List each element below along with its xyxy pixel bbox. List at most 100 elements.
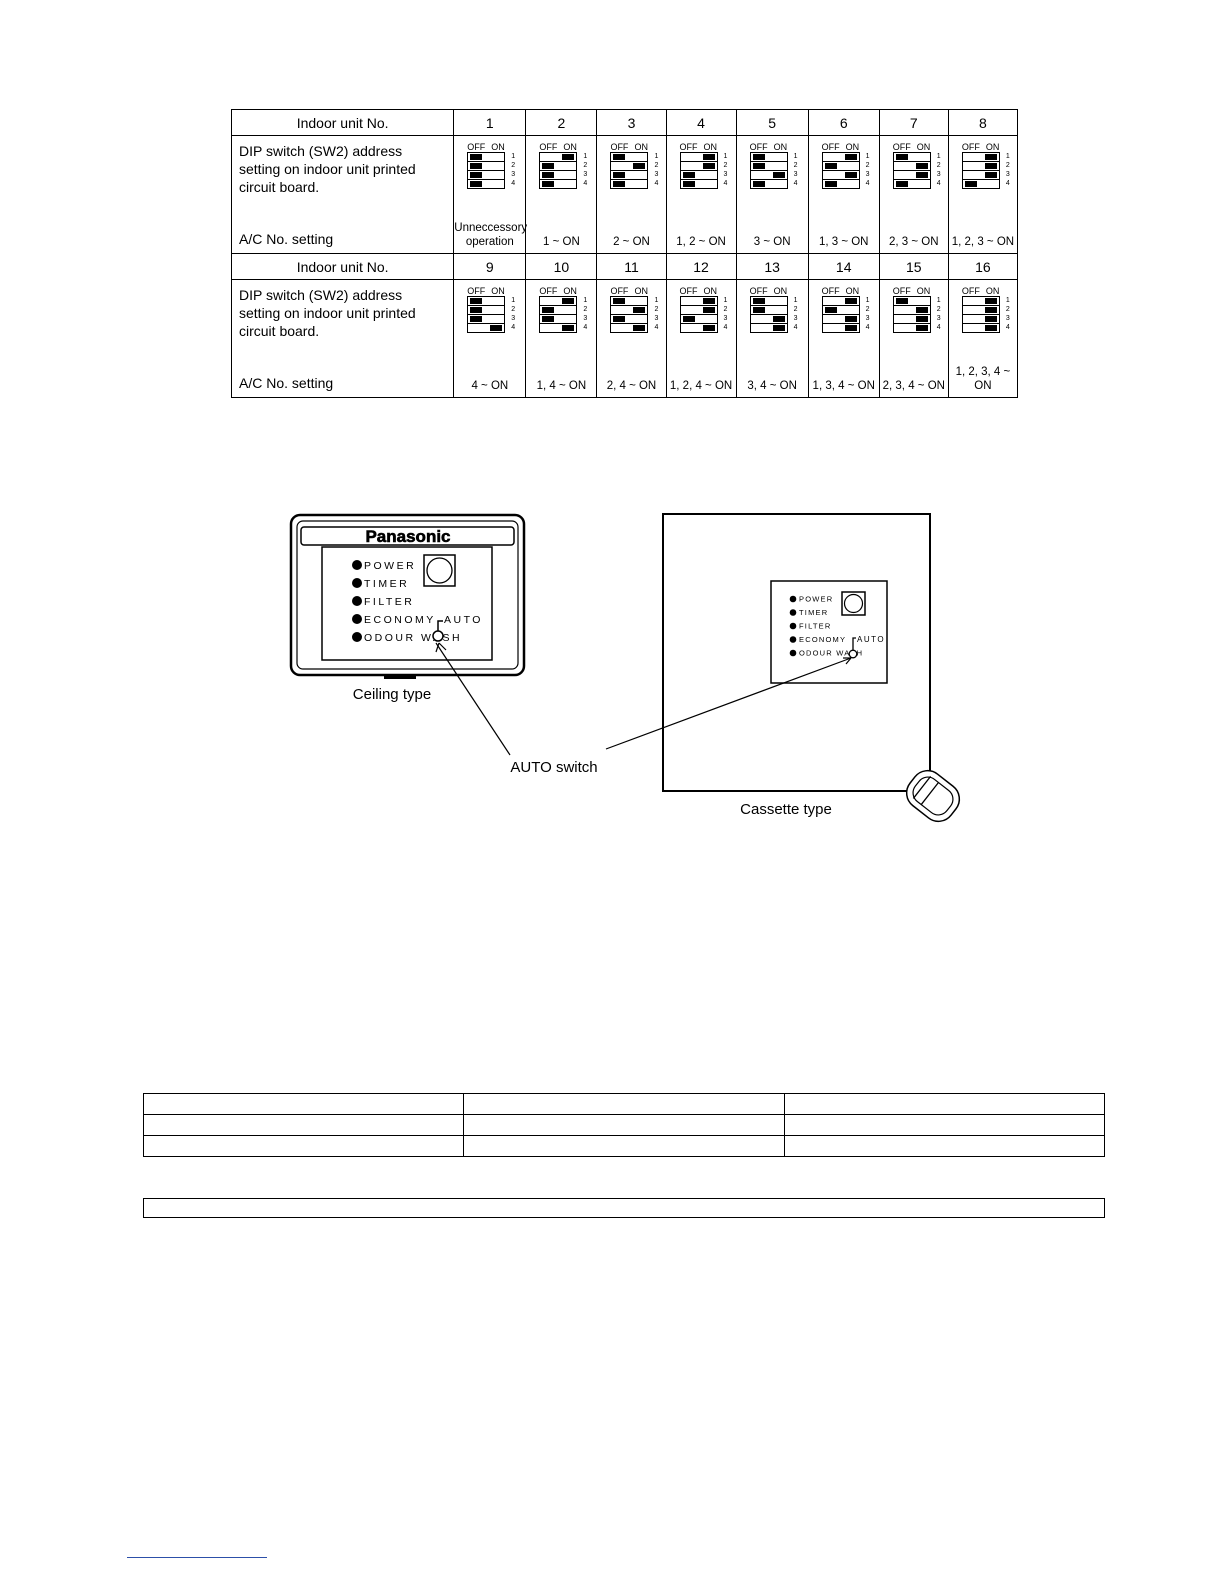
on-label: ON	[634, 286, 648, 296]
off-label: OFF	[467, 142, 486, 152]
switch-number: 2	[723, 306, 728, 313]
table-cell	[463, 1093, 785, 1115]
on-label: ON	[563, 142, 577, 152]
corner-pocket-icon	[905, 769, 961, 823]
switch-number: 4	[723, 324, 728, 331]
dip-knob	[613, 181, 626, 187]
switch-number: 2	[865, 306, 870, 313]
ac-setting-value: 2, 3 ~ ON	[889, 236, 939, 248]
footer-link-underline[interactable]	[127, 1557, 267, 1558]
ac-setting-value: 1, 2, 4 ~ ON	[669, 380, 733, 392]
switch-number: 4	[1005, 180, 1010, 187]
table-cell	[463, 1114, 785, 1136]
on-label: ON	[845, 142, 860, 152]
switch-number: 3	[865, 171, 870, 178]
switch-number: 4	[793, 324, 798, 331]
switch-number: 2	[511, 162, 516, 169]
dip-knob	[772, 325, 785, 331]
switch-number: 3	[793, 171, 798, 178]
dip-knob	[562, 154, 575, 160]
dip-knob	[844, 325, 857, 331]
dip-knob	[542, 181, 555, 187]
ac-setting-label: A/C No. setting	[239, 231, 334, 247]
off-label: OFF	[892, 142, 911, 152]
dip-knob	[964, 181, 977, 187]
dip-switch	[961, 179, 1000, 189]
unit-number: 10	[525, 253, 598, 280]
dip-knob	[984, 298, 997, 304]
dip-knob	[895, 298, 908, 304]
on-label: ON	[916, 286, 931, 296]
indicator-label: ODOUR WASH	[364, 632, 462, 644]
unit-number: 14	[807, 253, 880, 280]
dip-knob	[542, 163, 555, 169]
switch-number: 3	[723, 171, 728, 178]
switch-number: 4	[723, 180, 728, 187]
off-label: OFF	[821, 286, 840, 296]
unit-number: 6	[807, 109, 880, 136]
dip-switch-label: DIP switch (SW2) address setting on indo…	[239, 287, 416, 339]
switch-number: 1	[1005, 297, 1010, 304]
unit-number: 7	[878, 109, 949, 136]
dip-knob	[915, 316, 928, 322]
ac-setting-value: 1, 3 ~ ON	[818, 236, 869, 248]
dip-knob	[613, 316, 626, 322]
dip-knob	[682, 172, 695, 178]
on-label: ON	[845, 286, 860, 296]
table-cell	[463, 1135, 785, 1157]
indicator-led-icon	[789, 649, 797, 657]
dip-knob	[984, 325, 997, 331]
indoor-unit-label: Indoor unit No.	[230, 109, 455, 136]
unit-number: 3	[596, 109, 667, 136]
ac-setting-value: 4 ~ ON	[471, 380, 509, 392]
switch-number: 3	[723, 315, 728, 322]
on-label: ON	[703, 142, 718, 152]
switch-number: 3	[865, 315, 870, 322]
off-label: OFF	[961, 286, 980, 296]
switch-number: 3	[936, 171, 941, 178]
switch-number: 2	[583, 306, 588, 313]
indicator-label: TIMER	[799, 608, 828, 617]
indicator-label: FILTER	[799, 622, 831, 631]
unit-number: 16	[947, 253, 1019, 280]
off-label: OFF	[892, 286, 911, 296]
dip-knob	[613, 298, 626, 304]
indicator-led-icon	[789, 636, 797, 643]
switch-number: 1	[793, 153, 798, 160]
unit-number: 5	[735, 109, 809, 136]
dip-knob	[542, 172, 555, 178]
dip-knob	[702, 307, 715, 313]
ac-setting-value: 1 ~ ON	[543, 236, 580, 248]
dip-knob	[752, 163, 765, 169]
off-label: OFF	[539, 142, 558, 152]
switch-number: 2	[654, 306, 659, 313]
label-cell: DIP switch (SW2) address setting on indo…	[230, 135, 455, 254]
dip-knob	[844, 154, 857, 160]
settings-row: DIP switch (SW2) address setting on indo…	[230, 135, 1019, 254]
dip-switch	[539, 179, 578, 189]
dip-switch	[961, 323, 1000, 333]
dip-switch	[749, 323, 788, 333]
switch-number: 3	[583, 315, 588, 322]
unit-number: 13	[735, 253, 809, 280]
dip-knob	[470, 163, 483, 169]
table-cell	[783, 1135, 1106, 1157]
dip-knob	[613, 154, 626, 160]
dip-knob	[752, 154, 765, 160]
indicator-label: ECONOMY	[364, 614, 436, 626]
dip-knob	[915, 163, 928, 169]
